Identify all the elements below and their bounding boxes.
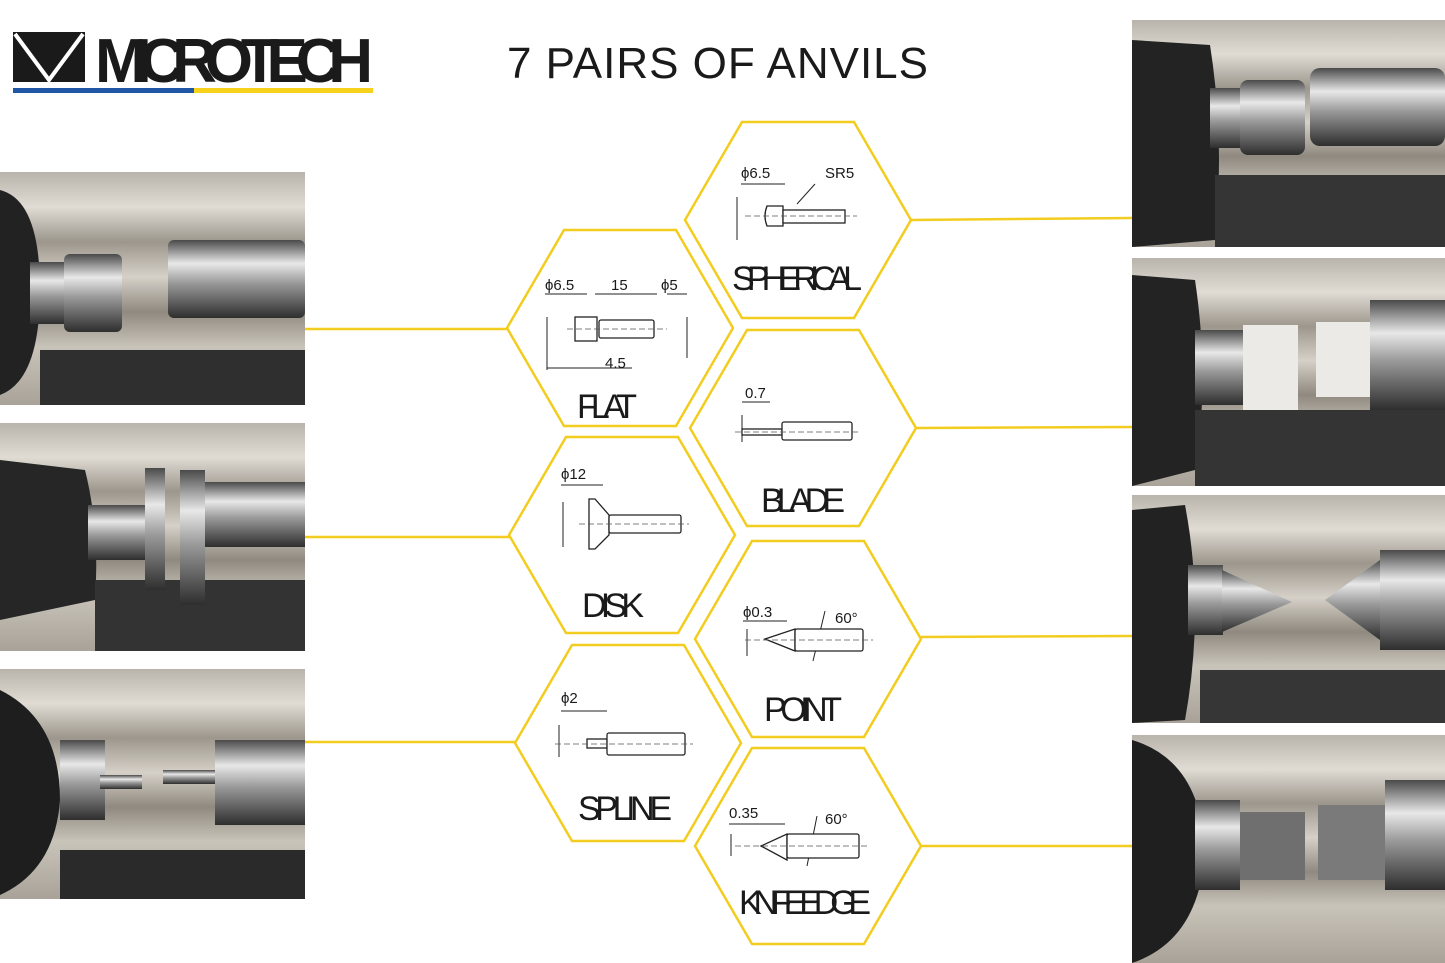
photo-blade-anvils — [1132, 258, 1445, 486]
hex-flat: ϕ6.5 15 ϕ5 4.5 FLAT — [505, 228, 735, 428]
anvil-label: SPHERICAL — [732, 260, 862, 298]
dim-label: ϕ2 — [561, 690, 578, 707]
dim-label: ϕ0.3 — [743, 604, 772, 621]
anvil-label: KNIFE EDGE — [739, 884, 871, 922]
dim-label: 15 — [611, 277, 628, 294]
page-title: 7 PAIRS OF ANVILS — [507, 39, 929, 88]
photo-point-anvils — [1132, 495, 1445, 723]
anvil-label: BLADE — [761, 482, 845, 520]
photo-flat-anvils — [0, 172, 305, 405]
microtech-logo: MICROTECH — [13, 27, 373, 96]
anvil-label: SPLINE — [578, 790, 672, 828]
dim-label: ϕ12 — [561, 466, 586, 483]
dim-label: 60° — [835, 610, 858, 627]
anvil-label: FLAT — [577, 388, 637, 426]
hex-blade: 0.7 BLADE — [688, 328, 918, 528]
logo-text: MICROTECH — [95, 27, 373, 96]
dim-label: 60° — [825, 811, 848, 828]
dim-label: 0.35 — [729, 805, 758, 822]
anvil-label: DISK — [582, 587, 644, 625]
photo-knife-edge-anvils — [1132, 735, 1445, 963]
photo-spherical-anvils — [1132, 20, 1445, 247]
dim-label: ϕ6.5 — [545, 277, 574, 294]
hex-knife-edge: 0.35 60° KNIFE EDGE — [693, 746, 923, 946]
dim-label: ϕ5 — [661, 277, 678, 294]
dim-label: ϕ6.5 — [741, 165, 770, 182]
photo-spline-anvils — [0, 669, 305, 899]
dim-label: 0.7 — [745, 385, 766, 402]
dim-label: 4.5 — [605, 355, 626, 372]
photo-disk-anvils — [0, 423, 305, 651]
dim-label: SR5 — [825, 165, 854, 182]
anvil-label: POINT — [764, 691, 842, 729]
hex-point: ϕ0.3 60° POINT — [693, 539, 923, 739]
hex-spherical: ϕ6.5 SR5 SPHERICAL — [683, 120, 913, 320]
hex-disk: ϕ12 DISK — [507, 435, 737, 635]
hex-spline: ϕ2 SPLINE — [513, 643, 743, 843]
connector-lines — [305, 216, 1133, 848]
